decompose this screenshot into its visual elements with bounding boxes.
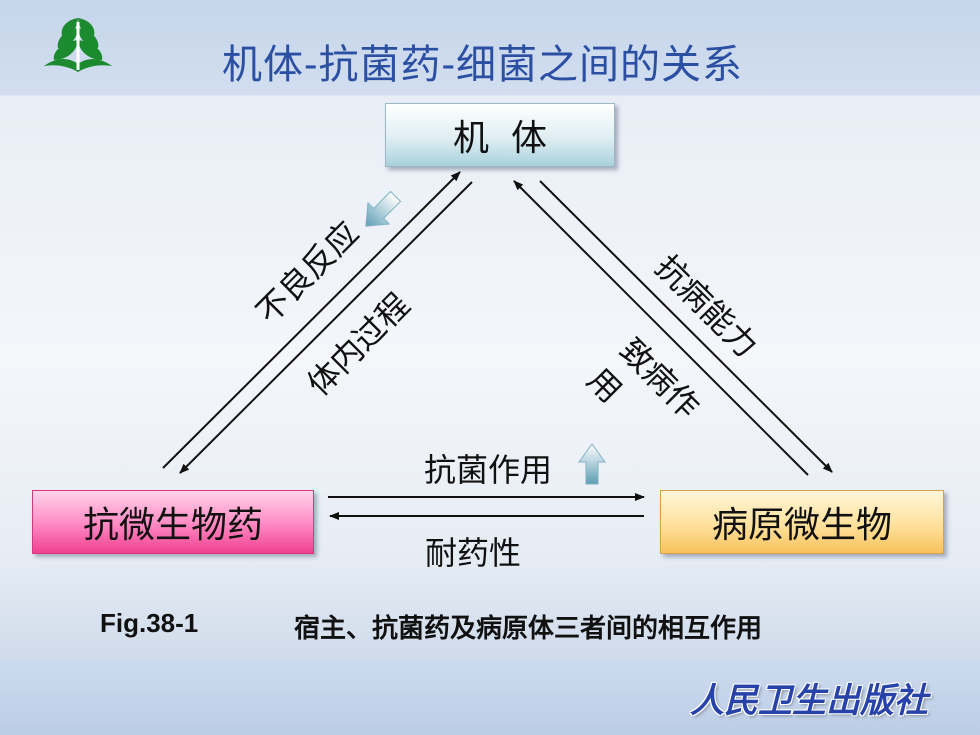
arrow-body-to-drug xyxy=(179,181,473,474)
label-drug-resistance: 耐药性 xyxy=(425,534,522,572)
node-body: 机体 xyxy=(385,103,615,167)
arrow-drug-to-body xyxy=(162,171,461,469)
down-arrow-icon xyxy=(365,190,402,227)
header-band xyxy=(0,0,980,95)
node-pathogen: 病原微生物 xyxy=(660,490,944,554)
arrow-body-to-pathogen xyxy=(539,180,833,473)
publisher-logo: 人民卫生出版社 xyxy=(690,681,928,721)
figure-caption: 宿主、抗菌药及病原体三者间的相互作用 xyxy=(294,614,763,644)
figure-number: Fig.38-1 xyxy=(100,608,199,638)
up-arrow-icon xyxy=(578,443,606,485)
arrow-pathogen-to-body xyxy=(513,180,809,476)
slide-title: 机体-抗菌药-细菌之间的关系 xyxy=(222,42,744,88)
footer-band xyxy=(0,660,980,735)
wheat-leaf-logo-icon xyxy=(44,18,112,72)
label-antibacterial-effect: 抗菌作用 xyxy=(424,451,553,489)
node-antimicrobial-drug: 抗微生物药 xyxy=(32,490,314,554)
